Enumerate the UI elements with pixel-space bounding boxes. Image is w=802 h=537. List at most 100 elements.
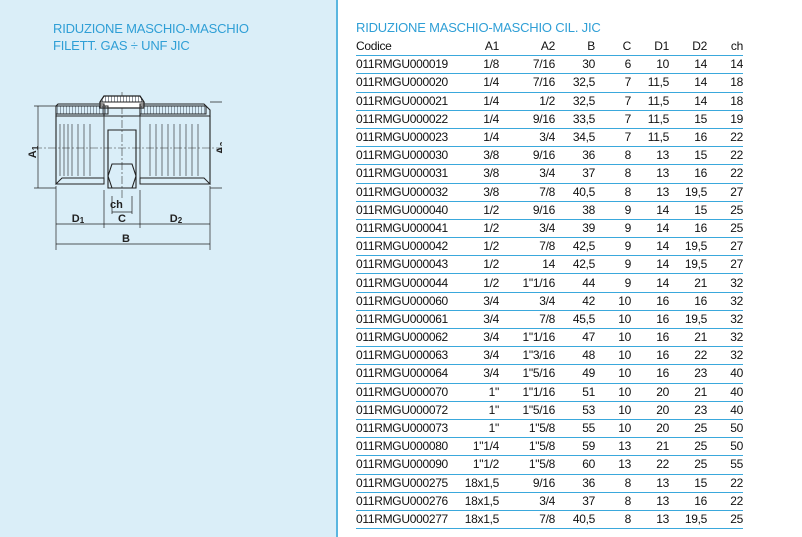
dimension-label-a1: A1 bbox=[27, 145, 40, 158]
cell-d2: 15 bbox=[669, 474, 707, 493]
cell-ch: 32 bbox=[707, 273, 743, 293]
col-header-c: C bbox=[595, 38, 631, 57]
cell-a1: 18x1,5 bbox=[458, 510, 499, 530]
cell-c: 10 bbox=[595, 419, 631, 439]
cell-ch: 27 bbox=[707, 237, 743, 257]
cell-a1: 18x1,5 bbox=[458, 492, 499, 511]
cell-c: 10 bbox=[595, 292, 631, 311]
cell-b: 32,5 bbox=[555, 92, 595, 111]
cell-c: 13 bbox=[595, 437, 631, 457]
cell-d1: 14 bbox=[631, 273, 669, 293]
cell-a2: 1"5/16 bbox=[499, 364, 555, 384]
cell-codice: 011RMGU000064 bbox=[356, 364, 458, 384]
cell-codice: 011RMGU000041 bbox=[356, 219, 458, 239]
cell-a1: 1/2 bbox=[458, 201, 499, 220]
cell-b: 33,5 bbox=[555, 110, 595, 129]
cell-b: 36 bbox=[555, 474, 595, 493]
cell-ch: 14 bbox=[707, 55, 743, 75]
cell-ch: 22 bbox=[707, 164, 743, 184]
cell-codice: 011RMGU000275 bbox=[356, 474, 458, 493]
cell-a2: 14 bbox=[499, 255, 555, 275]
cell-a2: 1"1/16 bbox=[499, 328, 555, 348]
cell-a2: 7/8 bbox=[499, 510, 555, 530]
cell-d2: 16 bbox=[669, 164, 707, 184]
dimension-lines bbox=[34, 101, 222, 250]
cell-d1: 13 bbox=[631, 474, 669, 493]
cell-c: 6 bbox=[595, 55, 631, 75]
cell-b: 42,5 bbox=[555, 255, 595, 275]
cell-b: 30 bbox=[555, 55, 595, 75]
cell-d2: 19,5 bbox=[669, 183, 707, 202]
col-header-codice: Codice bbox=[356, 38, 458, 57]
cell-codice: 011RMGU000070 bbox=[356, 383, 458, 402]
dimension-label-a2: A2 bbox=[215, 141, 222, 154]
cell-a1: 1/2 bbox=[458, 255, 499, 275]
cell-a2: 3/4 bbox=[499, 492, 555, 511]
cell-b: 40,5 bbox=[555, 510, 595, 530]
cell-d1: 20 bbox=[631, 383, 669, 402]
cell-d1: 11,5 bbox=[631, 73, 669, 93]
cell-b: 59 bbox=[555, 437, 595, 457]
cell-a2: 1"3/16 bbox=[499, 346, 555, 366]
cell-codice: 011RMGU000032 bbox=[356, 183, 458, 202]
cell-d1: 14 bbox=[631, 219, 669, 239]
cell-d1: 16 bbox=[631, 364, 669, 384]
cell-d1: 16 bbox=[631, 328, 669, 348]
cell-d2: 22 bbox=[669, 346, 707, 366]
cell-d2: 19,5 bbox=[669, 510, 707, 530]
col-header-d1: D1 bbox=[631, 38, 669, 57]
cell-ch: 25 bbox=[707, 510, 743, 530]
cell-d1: 20 bbox=[631, 419, 669, 439]
cell-d1: 10 bbox=[631, 55, 669, 75]
cell-c: 8 bbox=[595, 510, 631, 530]
cell-ch: 32 bbox=[707, 328, 743, 348]
cell-d1: 16 bbox=[631, 346, 669, 366]
cell-codice: 011RMGU000042 bbox=[356, 237, 458, 257]
cell-c: 7 bbox=[595, 110, 631, 129]
cell-d1: 16 bbox=[631, 292, 669, 311]
cell-ch: 22 bbox=[707, 128, 743, 148]
cell-ch: 40 bbox=[707, 401, 743, 420]
cell-d1: 13 bbox=[631, 492, 669, 511]
cell-codice: 011RMGU000020 bbox=[356, 73, 458, 93]
cell-a1: 1/2 bbox=[458, 219, 499, 239]
cell-a2: 9/16 bbox=[499, 146, 555, 166]
cell-c: 9 bbox=[595, 237, 631, 257]
cell-a1: 1/2 bbox=[458, 273, 499, 293]
cell-a2: 3/4 bbox=[499, 292, 555, 311]
cell-c: 10 bbox=[595, 328, 631, 348]
cell-a1: 3/4 bbox=[458, 364, 499, 384]
cell-d2: 16 bbox=[669, 492, 707, 511]
cell-b: 48 bbox=[555, 346, 595, 366]
cell-a1: 1" bbox=[458, 419, 499, 439]
cell-c: 7 bbox=[595, 73, 631, 93]
cell-d1: 14 bbox=[631, 237, 669, 257]
spec-table-title: RIDUZIONE MASCHIO-MASCHIO CIL. JIC bbox=[356, 20, 601, 35]
dimension-label-b: B bbox=[122, 233, 130, 245]
cell-ch: 22 bbox=[707, 146, 743, 166]
cell-codice: 011RMGU000043 bbox=[356, 255, 458, 275]
cell-ch: 50 bbox=[707, 437, 743, 457]
dimension-label-ch: ch bbox=[110, 199, 123, 211]
cell-ch: 40 bbox=[707, 383, 743, 402]
cell-codice: 011RMGU000023 bbox=[356, 128, 458, 148]
cell-c: 13 bbox=[595, 455, 631, 475]
cell-d1: 16 bbox=[631, 310, 669, 330]
cell-d2: 25 bbox=[669, 419, 707, 439]
cell-d2: 16 bbox=[669, 128, 707, 148]
cell-codice: 011RMGU000061 bbox=[356, 310, 458, 330]
cell-d2: 23 bbox=[669, 364, 707, 384]
cell-d2: 15 bbox=[669, 201, 707, 220]
cell-a2: 9/16 bbox=[499, 110, 555, 129]
